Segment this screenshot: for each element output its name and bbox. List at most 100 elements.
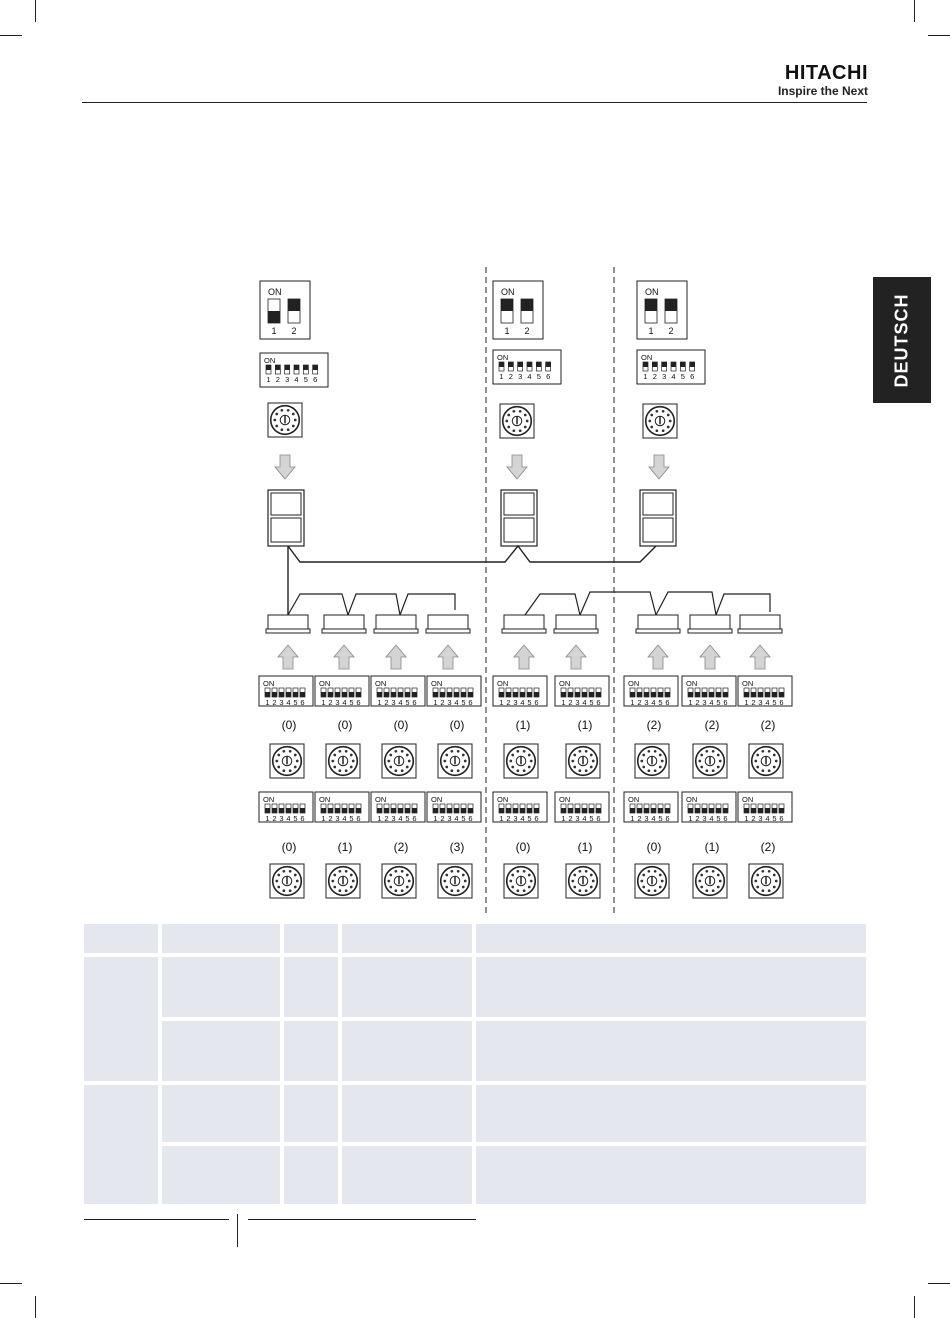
footer-rule — [84, 1219, 229, 1220]
dip-number: 3 — [662, 372, 666, 381]
crop-mark — [0, 1283, 22, 1284]
footer-divider — [237, 1214, 238, 1247]
dip-number: 2 — [272, 698, 276, 707]
group-label: (0) — [394, 718, 409, 732]
group-label: (2) — [761, 718, 776, 732]
brand-tagline: Inspire the Next — [777, 84, 868, 98]
dip-number: 4 — [342, 698, 346, 707]
dip-number: 5 — [658, 814, 662, 823]
table-header-cell — [84, 924, 158, 953]
crop-mark — [928, 35, 950, 36]
dip-number: 2 — [506, 698, 510, 707]
dip-number: 3 — [447, 814, 451, 823]
table-cell — [476, 1021, 866, 1081]
dip-number: 4 — [286, 814, 290, 823]
dip-on-label: ON — [559, 795, 570, 804]
dip-number: 6 — [534, 698, 538, 707]
dip-number: 1 — [265, 698, 269, 707]
table-cell — [476, 1146, 866, 1204]
dip-number: 3 — [279, 814, 283, 823]
dip-number: 2 — [328, 698, 332, 707]
table-cell — [342, 957, 472, 1017]
dip-number: 2 — [384, 698, 388, 707]
dip-number: 5 — [461, 698, 465, 707]
address-label: (1) — [578, 840, 593, 854]
crop-mark — [914, 0, 915, 22]
dip-number: 6 — [534, 814, 538, 823]
dip-number: 6 — [723, 698, 727, 707]
arrow-up-icon — [749, 644, 771, 670]
dip-number: 2 — [384, 814, 388, 823]
dip-on-label: ON — [628, 679, 639, 688]
crop-mark — [928, 1283, 950, 1284]
indoor-unit — [737, 614, 783, 634]
rotary-switch — [267, 402, 303, 438]
dip-number: 1 — [499, 814, 503, 823]
dip-number: 5 — [405, 698, 409, 707]
indoor-unit — [687, 614, 733, 634]
arrow-down-icon — [506, 454, 528, 480]
crop-mark — [914, 1296, 915, 1318]
dip-number: 3 — [758, 814, 762, 823]
dip-number: 5 — [293, 698, 297, 707]
dip-number: 4 — [286, 698, 290, 707]
rotary-switch — [748, 743, 784, 779]
dip-number: 3 — [335, 814, 339, 823]
dip-number: 1 — [266, 375, 270, 384]
dip-number: 3 — [575, 814, 579, 823]
dip-number: 1 — [433, 698, 437, 707]
outdoor-unit — [639, 489, 677, 547]
dip-number: 3 — [391, 698, 395, 707]
address-label: (3) — [450, 840, 465, 854]
dip-number: 3 — [335, 698, 339, 707]
table-cell — [162, 957, 280, 1017]
group-label: (0) — [282, 718, 297, 732]
dip-number: 5 — [293, 814, 297, 823]
dip-number: 2 — [291, 326, 296, 336]
dip-number: 5 — [589, 698, 593, 707]
address-label: (1) — [705, 840, 720, 854]
dip-number: 4 — [294, 375, 298, 384]
dip-number: 5 — [304, 375, 308, 384]
dip-number: 3 — [644, 698, 648, 707]
dip-number: 6 — [779, 698, 783, 707]
dip-number: 1 — [630, 814, 634, 823]
dip-number: 2 — [695, 698, 699, 707]
dip-number: 2 — [637, 698, 641, 707]
dip-number: 1 — [561, 698, 565, 707]
dip-number: 5 — [658, 698, 662, 707]
table-cell — [476, 1085, 866, 1142]
dip-number: 6 — [356, 698, 360, 707]
rotary-switch — [269, 743, 305, 779]
table-cell — [342, 1085, 472, 1142]
arrow-down-icon — [274, 454, 296, 480]
dip-on-label: ON — [742, 795, 753, 804]
rotary-switch — [642, 403, 678, 439]
dip-number: 2 — [328, 814, 332, 823]
dip-number: 3 — [758, 698, 762, 707]
dip-number: 2 — [653, 372, 657, 381]
dip-number: 1 — [688, 814, 692, 823]
table-header-cell — [162, 924, 280, 953]
dip-number: 3 — [285, 375, 289, 384]
header-rule — [82, 102, 867, 103]
rotary-switch — [503, 863, 539, 899]
address-label: (0) — [282, 840, 297, 854]
dip-number: 4 — [765, 698, 769, 707]
dip-number: 6 — [665, 698, 669, 707]
table-header-cell — [342, 924, 472, 953]
dip-on-label: ON — [497, 353, 508, 362]
indoor-unit — [373, 614, 419, 634]
group-label: (1) — [516, 718, 531, 732]
dip-number: 2 — [506, 814, 510, 823]
table-cell — [162, 1085, 280, 1142]
